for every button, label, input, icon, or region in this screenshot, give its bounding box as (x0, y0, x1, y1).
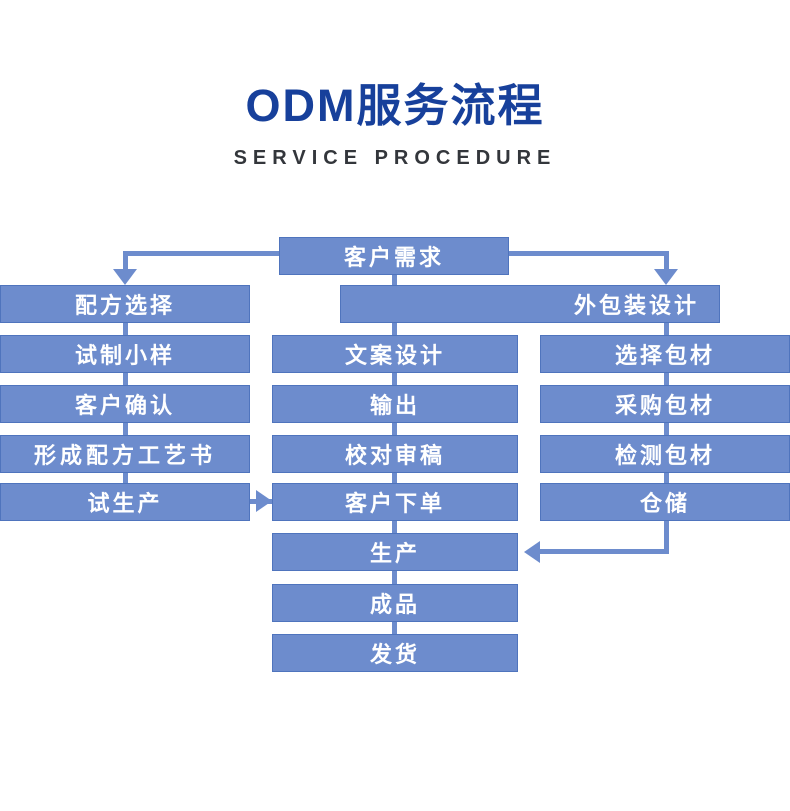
connector-start-down (392, 275, 397, 285)
connector-mid-1 (392, 373, 397, 385)
connector-start-right-stub (518, 251, 669, 256)
flow-box-warehousing[interactable]: 仓储 (540, 483, 790, 521)
connector-storage-to-production (540, 549, 669, 554)
connector-left-1 (123, 322, 128, 336)
flow-box-select-packaging[interactable]: 选择包材 (540, 335, 790, 373)
connector-right-drop (664, 251, 669, 273)
arrow-left-to-production (524, 541, 540, 563)
connector-mid-6 (392, 621, 397, 634)
connector-right-3 (664, 422, 669, 435)
flow-box-start[interactable]: 客户需求 (279, 237, 509, 275)
flow-box-inspect-packaging[interactable]: 检测包材 (540, 435, 790, 473)
page-subtitle: SERVICE PROCEDURE (233, 147, 557, 169)
connector-mid-3 (392, 472, 397, 483)
arrow-down-to-packaging (654, 269, 678, 285)
connector-storage-down (664, 520, 669, 552)
flow-box-finished-goods[interactable]: 成品 (272, 584, 518, 622)
connector-mid-2 (392, 422, 397, 435)
flow-box-copy-design[interactable]: 文案设计 (272, 335, 518, 373)
connector-right-1 (664, 322, 669, 336)
connector-mid-5 (392, 570, 397, 584)
connector-left-3 (123, 422, 128, 435)
flow-box-output[interactable]: 输出 (272, 385, 518, 423)
flow-box-purchase-packaging[interactable]: 采购包材 (540, 385, 790, 423)
flow-box-customer-order[interactable]: 客户下单 (272, 483, 518, 521)
connector-left-2 (123, 373, 128, 385)
flow-box-package-design[interactable]: 外包装设计 (340, 285, 720, 323)
flow-box-formula-process-doc[interactable]: 形成配方工艺书 (0, 435, 250, 473)
flow-box-proofreading[interactable]: 校对审稿 (272, 435, 518, 473)
flow-box-customer-confirm[interactable]: 客户确认 (0, 385, 250, 423)
arrow-right-to-order (256, 490, 272, 512)
connector-start-left-stub (250, 251, 285, 256)
flow-box-trial-production[interactable]: 试生产 (0, 483, 250, 521)
flow-box-production[interactable]: 生产 (272, 533, 518, 571)
connector-mid-4 (392, 520, 397, 533)
header: ODM服务流程 SERVICE PROCEDURE (0, 78, 790, 170)
connector-mid-0 (392, 322, 397, 336)
flow-box-formula-selection[interactable]: 配方选择 (0, 285, 250, 323)
arrow-down-to-formula (113, 269, 137, 285)
connector-right-2 (664, 373, 669, 385)
connector-left-drop (123, 251, 128, 273)
connector-left-4 (123, 472, 128, 483)
flow-box-trial-sample[interactable]: 试制小样 (0, 335, 250, 373)
flow-box-shipment[interactable]: 发货 (272, 634, 518, 672)
page-title: ODM服务流程 (245, 80, 545, 131)
connector-right-4 (664, 472, 669, 483)
